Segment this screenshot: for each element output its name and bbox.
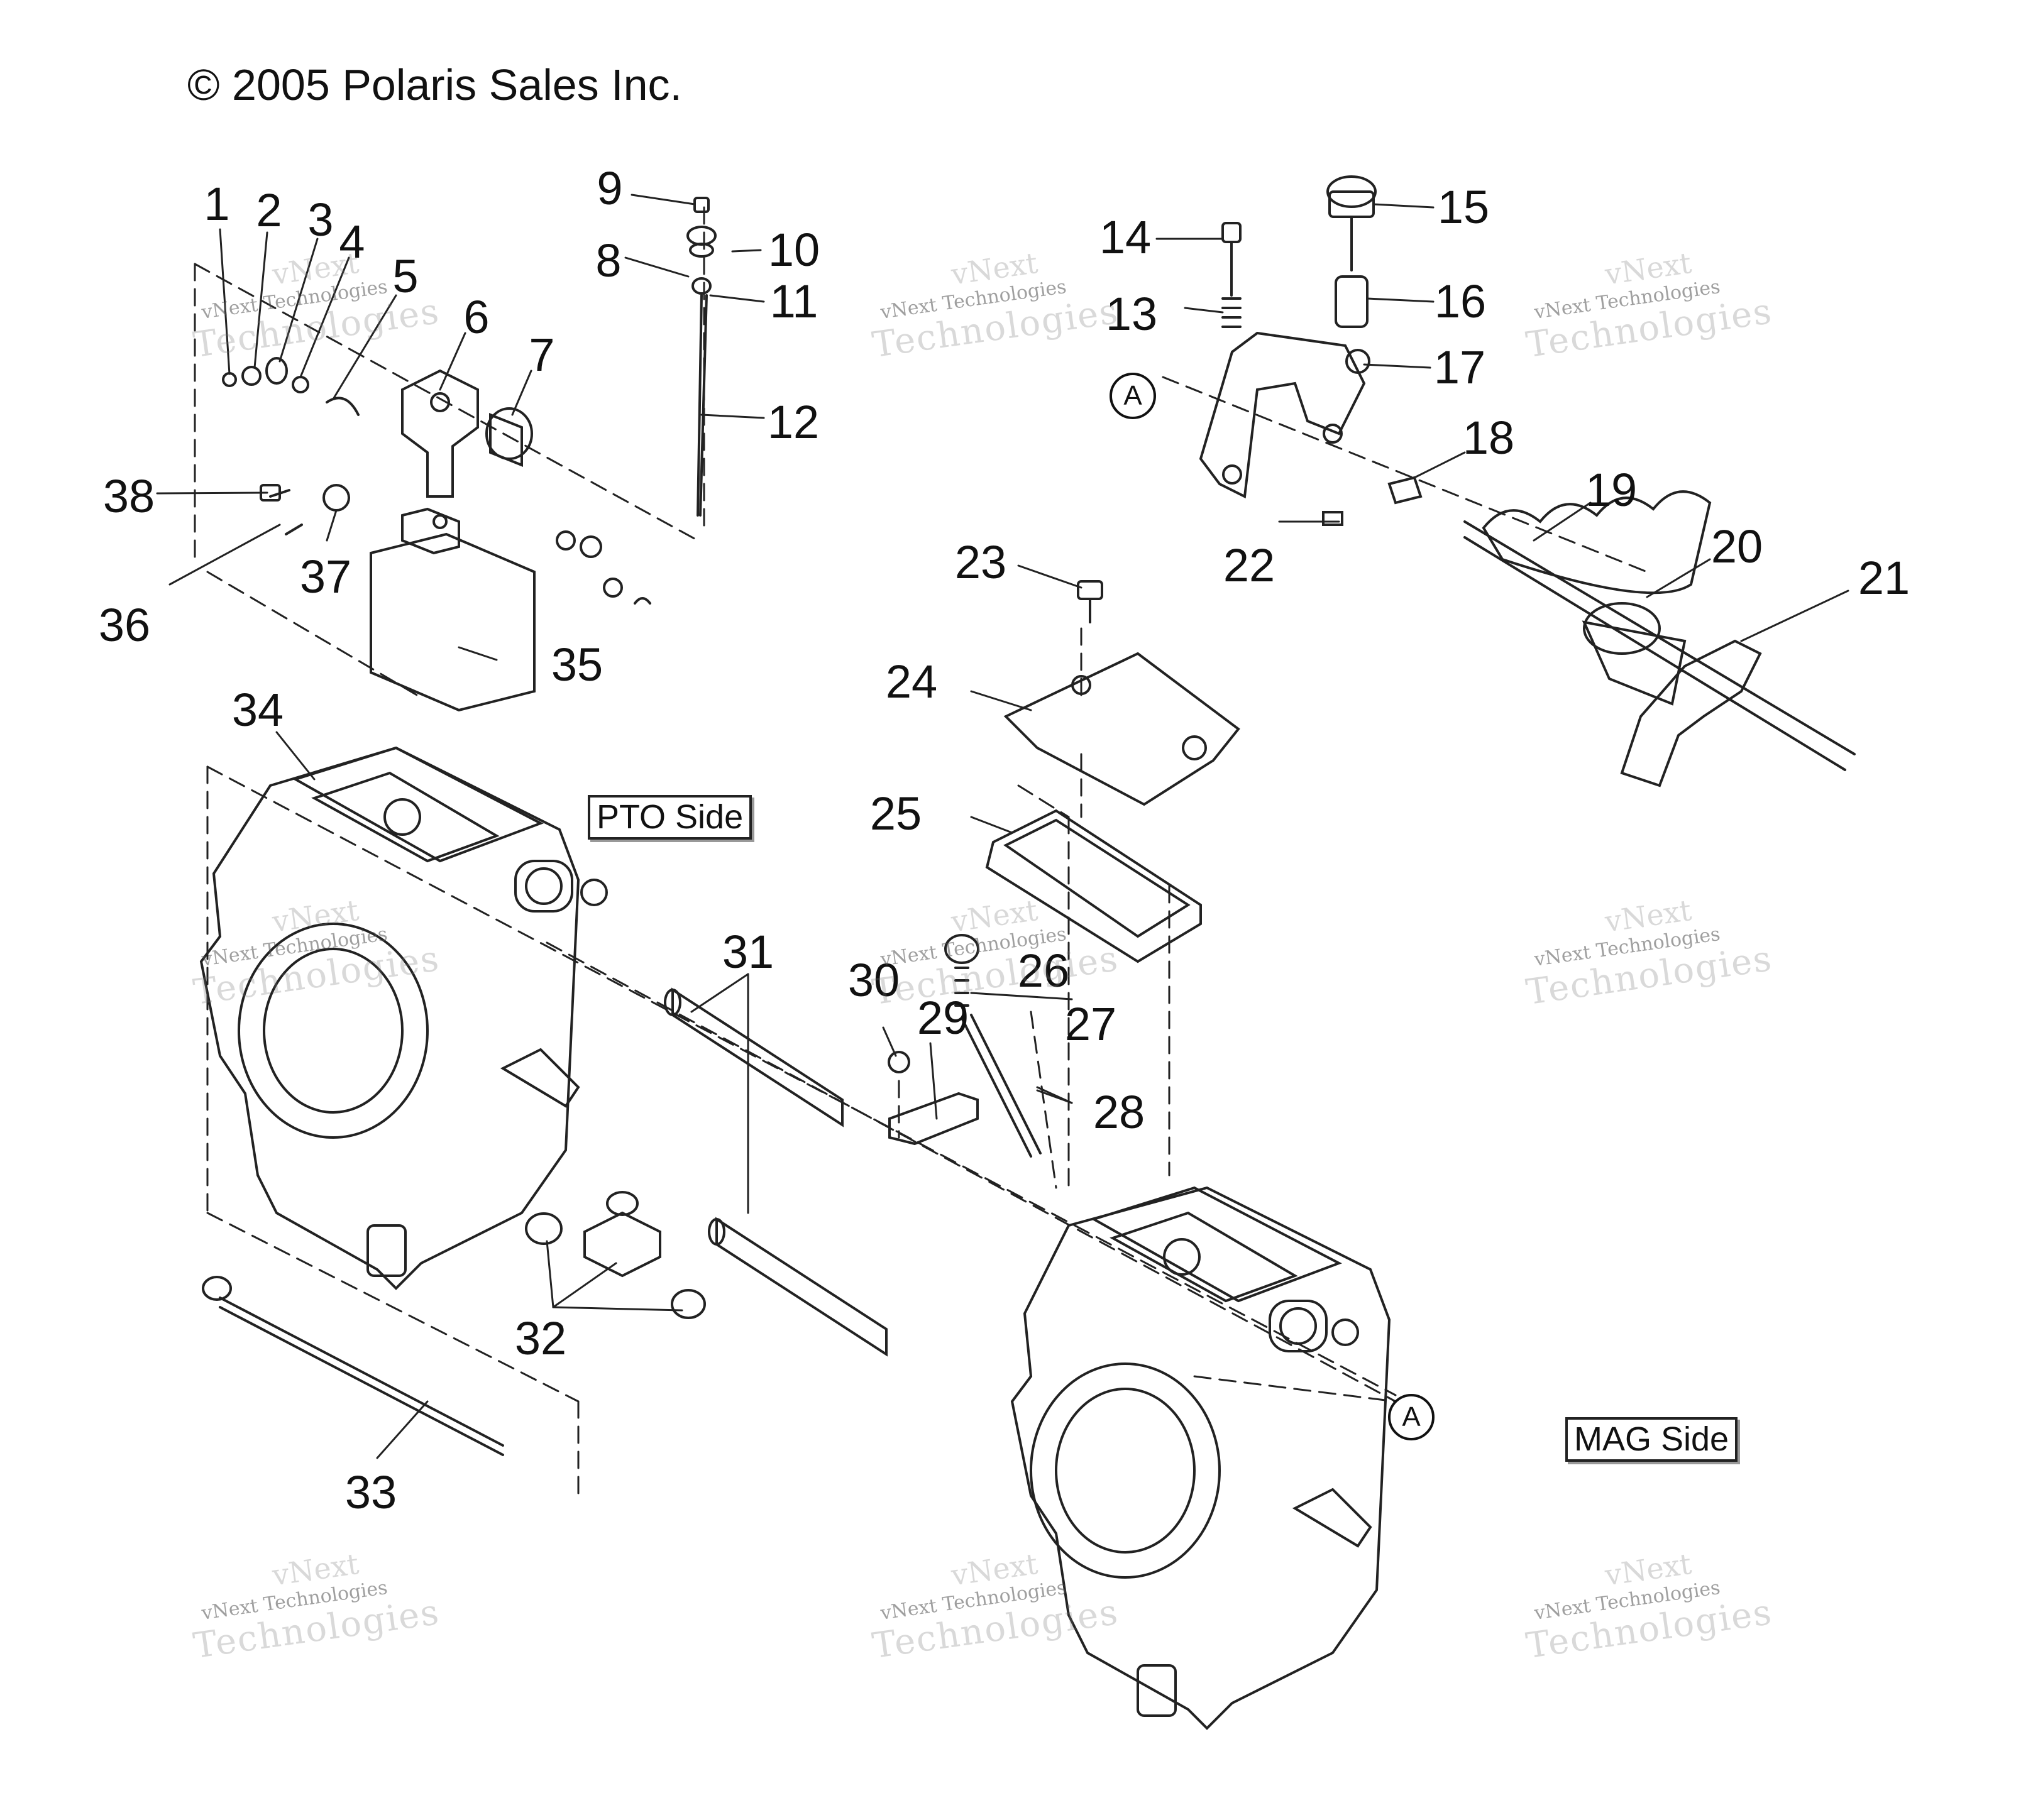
callout-20: 20 [1710,520,1763,573]
callout-38: 38 [102,470,155,522]
callout-30: 30 [847,954,900,1006]
callout-9: 9 [597,162,623,214]
callout-17: 17 [1433,341,1486,393]
callout-6: 6 [463,291,490,343]
callout-36: 36 [98,599,151,651]
callout-2: 2 [256,184,282,236]
callout-14: 14 [1099,211,1152,263]
callout-23: 23 [954,536,1007,588]
callout-21: 21 [1858,552,1910,604]
callout-37: 37 [299,551,352,603]
callout-34: 34 [231,684,284,736]
callout-32: 32 [514,1312,567,1364]
callout-4: 4 [339,216,365,268]
callout-16: 16 [1434,275,1487,327]
callout-13: 13 [1105,288,1158,340]
callout-1: 1 [204,178,230,230]
callout-33: 33 [344,1466,397,1518]
callout-35: 35 [551,639,603,691]
callout-28: 28 [1093,1086,1145,1138]
callout-29: 29 [917,992,969,1044]
callout-15: 15 [1437,181,1490,233]
callout-8: 8 [595,234,622,287]
callout-11: 11 [769,275,818,327]
reference-marker-a-top: A [1110,373,1156,419]
callout-18: 18 [1462,412,1515,464]
callout-22: 22 [1223,539,1275,591]
callout-10: 10 [768,224,820,276]
callout-31: 31 [722,926,774,978]
copyright-text: © 2005 Polaris Sales Inc. [187,60,682,109]
callout-3: 3 [307,194,334,246]
callout-12: 12 [767,396,820,448]
callout-25: 25 [869,787,922,840]
mag-side-label: MAG Side [1565,1417,1738,1462]
callout-7: 7 [529,329,555,381]
callout-24: 24 [885,655,938,708]
callout-27: 27 [1064,998,1117,1050]
callout-5: 5 [392,250,419,302]
pto-side-label: PTO Side [588,795,752,840]
callout-26: 26 [1017,945,1070,997]
callout-19: 19 [1585,464,1638,516]
reference-marker-a-bottom: A [1388,1394,1435,1440]
